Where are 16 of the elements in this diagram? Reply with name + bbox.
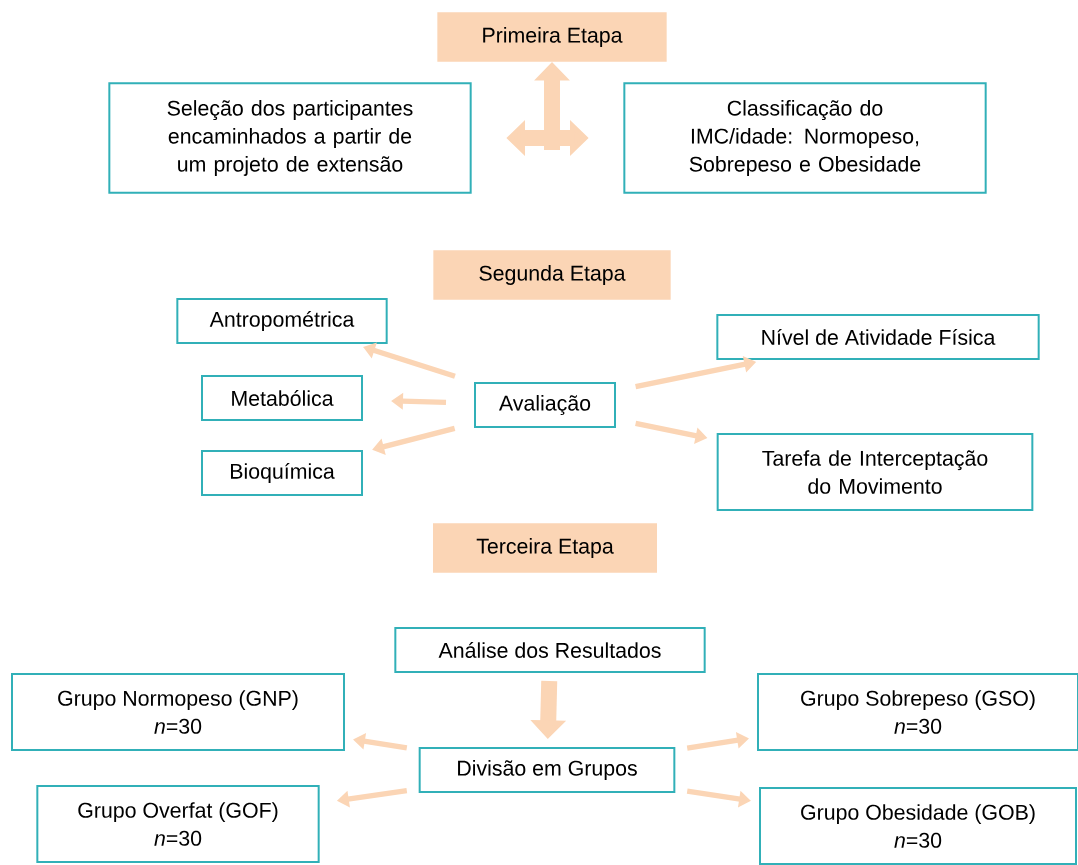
process-box: Grupo Obesidade (GOB) n=30: [759, 787, 1077, 865]
process-box: Divisão em Grupos: [418, 747, 676, 793]
stage-banner: Terceira Etapa: [433, 523, 657, 573]
process-box: Metabólica: [201, 375, 363, 421]
process-box: Grupo Overfat (GOF) n=30: [36, 785, 320, 863]
process-box: Tarefa de Interceptação do Movimento: [716, 433, 1034, 511]
process-box: Grupo Sobrepeso (GSO) n=30: [757, 673, 1078, 751]
stage-banner: Segunda Etapa: [433, 250, 671, 300]
process-box: Seleção dos participantes encaminhados a partir de um projeto de extensão: [108, 82, 472, 194]
process-box: Bioquímica: [201, 450, 363, 496]
process-box: Análise dos Resultados: [394, 627, 706, 673]
process-box: Nível de Atividade Física: [716, 314, 1040, 360]
process-box: Avaliação: [474, 382, 616, 428]
process-box: Grupo Normopeso (GNP) n=30: [11, 673, 345, 751]
process-box: Antropométrica: [176, 298, 388, 344]
process-box: Classificação do IMC/idade: Normopeso, Sobrepeso e Obesidade: [623, 82, 987, 194]
